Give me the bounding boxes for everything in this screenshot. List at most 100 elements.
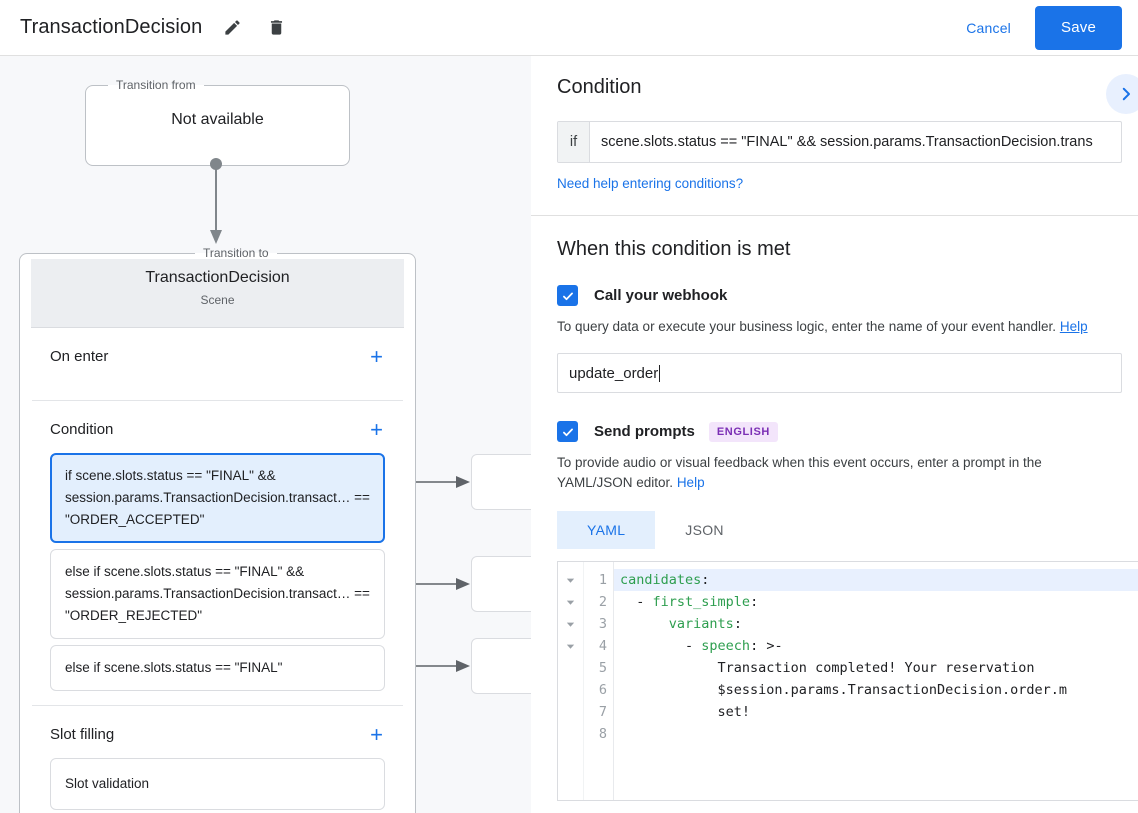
webhook-handler-value: update_order	[569, 364, 659, 382]
editor-line-numbers: 1 2 3 4 5 6 7 8	[584, 562, 614, 800]
graph-canvas[interactable]: Transition from Not available Transiti	[0, 56, 531, 813]
editor-line-number: 6	[598, 682, 607, 698]
cancel-button[interactable]: Cancel	[952, 10, 1025, 46]
send-prompts-label: Send prompts	[594, 423, 695, 440]
fold-spacer	[558, 701, 583, 723]
yaml-editor[interactable]: 1 2 3 4 5 6 7 8 candidates: - first_simple: var…	[557, 561, 1138, 801]
add-on-enter-button[interactable]: +	[370, 343, 383, 369]
editor-line[interactable]: $session.params.TransactionDecision.orde…	[614, 679, 1138, 701]
section-slot-filling: Slot filling + Slot validation	[32, 706, 403, 813]
editor-line-number: 5	[598, 660, 607, 676]
code-token	[620, 616, 669, 632]
add-condition-button[interactable]: +	[370, 416, 383, 442]
transition-to-legend: Transition to	[203, 246, 269, 260]
editor-line-number: 7	[598, 704, 607, 720]
when-condition-met-block: When this condition is met Call your web…	[531, 216, 1138, 801]
fold-arrow-icon[interactable]	[558, 635, 583, 657]
webhook-description-text: To query data or execute your business l…	[557, 319, 1057, 334]
scene-type: Scene	[200, 292, 235, 307]
code-token: :	[733, 616, 742, 632]
editor-line-number: 1	[598, 572, 607, 588]
chevron-right-icon[interactable]	[1106, 74, 1138, 114]
condition-item-selected[interactable]: if scene.slots.status == "FINAL" && sess…	[50, 452, 385, 543]
fold-arrow-icon[interactable]	[558, 613, 583, 635]
details-panel: Condition if scene.slots.status == "FINA…	[531, 56, 1138, 813]
transition-from-legend: Transition from	[116, 78, 196, 92]
prompts-description: To provide audio or visual feedback when…	[557, 453, 1119, 493]
editor-line[interactable]: set!	[614, 701, 1138, 723]
condition-help-link[interactable]: Need help entering conditions?	[557, 176, 744, 191]
transition-connector-arrow	[210, 158, 222, 244]
tab-yaml[interactable]: YAML	[557, 511, 656, 549]
trash-icon[interactable]	[262, 14, 290, 42]
fold-spacer	[558, 723, 583, 745]
webhook-handler-input[interactable]: update_order	[557, 353, 1122, 393]
send-prompts-checkbox[interactable]	[557, 421, 578, 442]
editor-line-number: 2	[598, 594, 607, 610]
transition-from-value: Not available	[171, 111, 264, 129]
tab-json[interactable]: JSON	[685, 522, 724, 538]
editor-line[interactable]: - speech: >-	[614, 635, 1138, 657]
add-slot-filling-button[interactable]: +	[370, 721, 383, 747]
scene-name: TransactionDecision	[145, 268, 290, 286]
slot-validation-item[interactable]: Slot validation	[50, 757, 385, 810]
webhook-help-link[interactable]: Help	[1059, 319, 1088, 334]
language-badge: ENGLISH	[708, 421, 778, 442]
editor-line-number: 3	[598, 616, 607, 632]
scene-header[interactable]: TransactionDecision Scene	[31, 258, 404, 328]
target-box[interactable]	[471, 638, 531, 694]
editor-code-area[interactable]: candidates: - first_simple: variants: - …	[614, 562, 1138, 800]
target-box[interactable]	[471, 454, 531, 510]
prompts-description-text: To provide audio or visual feedback when…	[557, 455, 1042, 490]
send-prompts-block: Send prompts ENGLISH To provide audio or…	[557, 421, 1138, 801]
code-token: -	[620, 638, 702, 654]
text-caret	[659, 364, 661, 382]
call-webhook-label: Call your webhook	[594, 287, 728, 304]
webhook-description: To query data or execute your business l…	[557, 317, 1119, 337]
fold-spacer	[558, 679, 583, 701]
transition-from-card: Transition from Not available	[85, 78, 350, 166]
webhook-check-row: Call your webhook	[557, 285, 1122, 306]
editor-line[interactable]: candidates:	[614, 569, 1138, 591]
code-token: : >-	[750, 638, 783, 654]
code-token: $session.params.TransactionDecision.orde…	[620, 682, 1068, 698]
fold-spacer	[558, 657, 583, 679]
editor-format-tabs: YAML JSON	[557, 511, 1122, 549]
editor-line[interactable]	[614, 723, 1138, 745]
code-token: Transaction completed! Your reservation	[620, 660, 1035, 676]
editor-line-number: 8	[598, 726, 607, 742]
fold-arrow-icon[interactable]	[558, 591, 583, 613]
condition-input[interactable]: scene.slots.status == "FINAL" && session…	[601, 134, 1093, 150]
editor-line[interactable]: variants:	[614, 613, 1138, 635]
when-met-heading: When this condition is met	[557, 238, 791, 260]
code-token: candidates	[620, 572, 702, 588]
fold-arrow-icon[interactable]	[558, 569, 583, 591]
condition-item[interactable]: else if scene.slots.status == "FINAL"	[50, 644, 385, 691]
if-label: if	[558, 122, 590, 162]
call-webhook-checkbox[interactable]	[557, 285, 578, 306]
code-token: :	[701, 572, 710, 588]
condition-block: Condition if scene.slots.status == "FINA…	[531, 56, 1138, 216]
editor-fold-gutter[interactable]	[558, 562, 584, 800]
code-token: :	[750, 594, 759, 610]
code-token: first_simple	[652, 594, 751, 610]
editor-line[interactable]: Transaction completed! Your reservation	[614, 657, 1138, 679]
section-title-slot-filling: Slot filling	[50, 726, 115, 744]
top-bar: TransactionDecision Cancel Save	[0, 0, 1138, 56]
page-title: TransactionDecision	[20, 16, 203, 38]
condition-item[interactable]: else if scene.slots.status == "FINAL" &&…	[50, 548, 385, 639]
target-box[interactable]	[471, 556, 531, 612]
transition-to-card: Transition to TransactionDecision Scene …	[19, 246, 416, 813]
condition-input-row[interactable]: if scene.slots.status == "FINAL" && sess…	[557, 121, 1122, 163]
code-token: set!	[620, 704, 751, 720]
editor-line[interactable]: - first_simple:	[614, 591, 1138, 613]
code-token: -	[620, 594, 653, 610]
prompts-help-link[interactable]: Help	[676, 475, 705, 490]
save-button[interactable]: Save	[1035, 5, 1122, 50]
code-token: speech	[701, 638, 751, 654]
section-condition: Condition + if scene.slots.status == "FI…	[32, 401, 403, 706]
section-on-enter: On enter +	[32, 328, 403, 401]
section-title-on-enter: On enter	[50, 348, 109, 366]
pencil-icon[interactable]	[218, 14, 246, 42]
editor-line-number: 4	[598, 638, 607, 654]
